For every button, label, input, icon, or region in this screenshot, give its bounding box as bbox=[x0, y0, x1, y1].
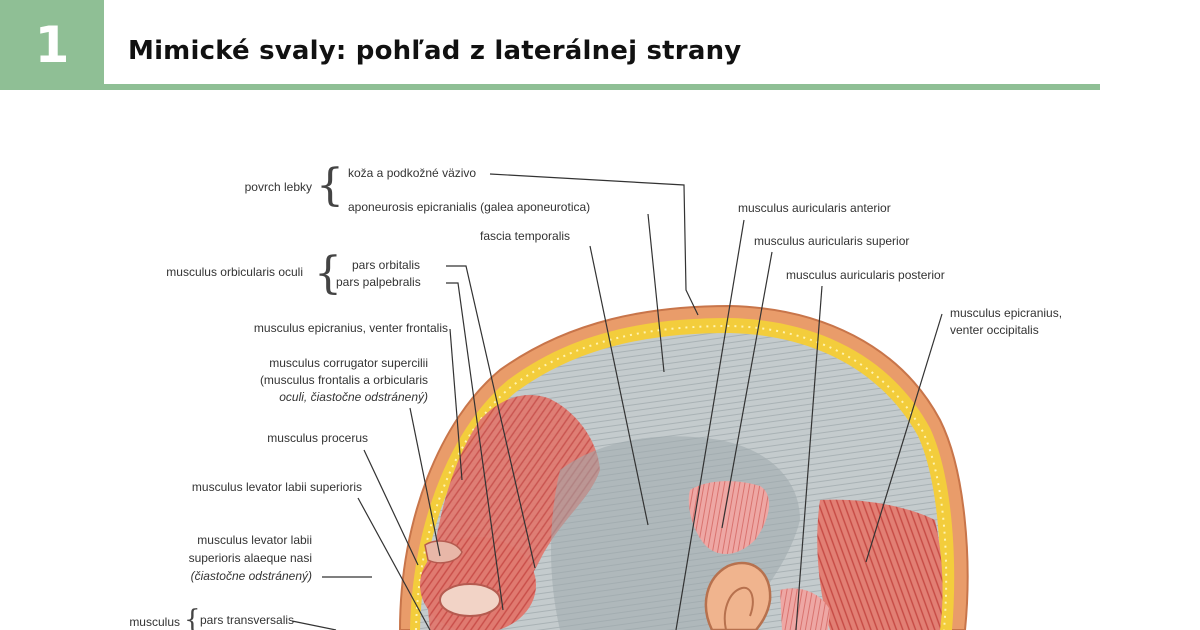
label-aponeurosis: aponeurosis epicranialis (galea aponeuro… bbox=[348, 200, 590, 214]
leader-lines bbox=[291, 173, 943, 630]
ear-inner bbox=[723, 586, 754, 630]
leader-fascia-temporalis bbox=[589, 245, 649, 526]
title-rule bbox=[104, 84, 1100, 90]
chapter-number-badge: 1 bbox=[0, 0, 104, 90]
label-auricularis-anterior: musculus auricularis anterior bbox=[738, 201, 891, 215]
leader-venter-frontalis bbox=[449, 328, 463, 481]
label-venter-frontalis: musculus epicranius, venter frontalis bbox=[254, 321, 448, 335]
leader-auricularis-anterior bbox=[675, 219, 745, 630]
label-corrugator-1: musculus corrugator supercilii bbox=[269, 356, 428, 370]
label-levator-labii: musculus levator labii superioris bbox=[192, 480, 362, 494]
leader-pars-palpebralis bbox=[446, 282, 504, 611]
leader-levator-labii bbox=[357, 497, 431, 630]
label-auricularis-posterior: musculus auricularis posterior bbox=[786, 268, 945, 282]
label-nasalis-group: musculus bbox=[129, 615, 180, 629]
label-pars-orbitalis: pars orbitalis bbox=[352, 258, 420, 272]
page-title: Mimické svaly: pohľad z laterálnej stran… bbox=[128, 36, 742, 66]
chapter-number: 1 bbox=[34, 16, 70, 74]
label-levator-alaeque-3: (čiastočne odstránený) bbox=[191, 569, 312, 583]
head-illustration bbox=[398, 304, 969, 630]
label-corrugator-3: oculi, čiastočne odstránený) bbox=[279, 390, 428, 404]
label-pars-transversalis: pars transversalis bbox=[200, 613, 294, 627]
label-fascia-temporalis: fascia temporalis bbox=[480, 229, 570, 243]
label-auricularis-superior: musculus auricularis superior bbox=[754, 234, 909, 248]
occipitalis-muscle bbox=[817, 499, 943, 630]
label-povrch-lebky: povrch lebky bbox=[245, 180, 312, 194]
leader-corrugator bbox=[409, 407, 441, 557]
label-procerus: musculus procerus bbox=[267, 431, 368, 445]
label-orbicularis-oculi: musculus orbicularis oculi bbox=[166, 265, 303, 279]
label-occipitalis-2: venter occipitalis bbox=[950, 323, 1039, 337]
leader-pars-orbitalis bbox=[446, 265, 536, 569]
brace-orbicularis: { bbox=[314, 248, 342, 299]
label-levator-alaeque-2: superioris alaeque nasi bbox=[189, 551, 312, 565]
auricularis-superior bbox=[688, 481, 770, 555]
leader-occipitalis bbox=[865, 313, 943, 563]
leader-pars-transversalis bbox=[291, 620, 337, 630]
ear bbox=[704, 561, 772, 630]
label-corrugator-2: (musculus frontalis a orbicularis bbox=[260, 373, 428, 387]
brace-povrch-lebky: { bbox=[316, 160, 344, 211]
leader-auricularis-posterior bbox=[795, 285, 823, 630]
leader-koza bbox=[489, 173, 699, 316]
leader-aponeurosis bbox=[647, 213, 665, 373]
eye bbox=[439, 583, 501, 617]
label-koza: koža a podkožné väzivo bbox=[348, 166, 476, 180]
label-pars-palpebralis: pars palpebralis bbox=[336, 275, 421, 289]
leader-auricularis-superior bbox=[721, 251, 773, 529]
leader-procerus bbox=[363, 449, 419, 566]
brace-nasalis: { bbox=[184, 605, 201, 630]
label-occipitalis-1: musculus epicranius, bbox=[950, 306, 1062, 320]
auricularis-posterior bbox=[780, 588, 830, 630]
label-levator-alaeque-1: musculus levator labii bbox=[197, 533, 312, 547]
